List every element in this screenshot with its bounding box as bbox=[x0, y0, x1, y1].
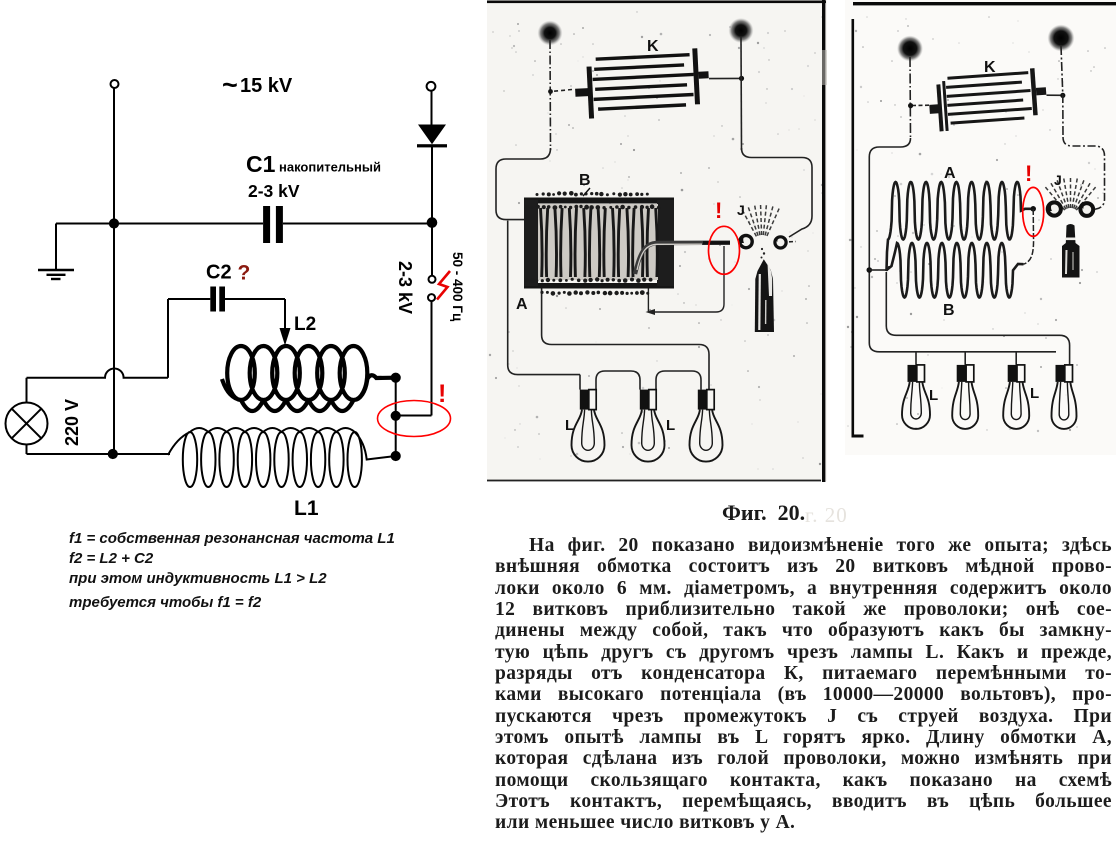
svg-text:B: B bbox=[579, 172, 591, 189]
svg-text:15 kV: 15 kV bbox=[240, 75, 293, 97]
svg-text:!: ! bbox=[438, 380, 446, 408]
svg-text:L: L bbox=[666, 417, 675, 434]
svg-text:L: L bbox=[929, 387, 938, 404]
svg-text:K: K bbox=[984, 59, 996, 76]
svg-text:C2: C2 bbox=[206, 262, 232, 284]
svg-text:!: ! bbox=[715, 198, 722, 223]
svg-text:C1: C1 bbox=[246, 151, 276, 177]
svg-text:L: L bbox=[565, 417, 574, 434]
svg-text:50 - 400 Гц: 50 - 400 Гц bbox=[450, 252, 465, 322]
svg-text:J: J bbox=[1054, 172, 1062, 188]
svg-text:накопительный: накопительный bbox=[279, 160, 381, 175]
svg-text:2-3 kV: 2-3 kV bbox=[248, 181, 300, 201]
svg-text:~: ~ bbox=[222, 70, 238, 100]
svg-text:2-3 kV: 2-3 kV bbox=[395, 261, 415, 314]
svg-text:L1: L1 bbox=[294, 497, 319, 520]
svg-text:K: K bbox=[647, 38, 659, 55]
svg-text:L2: L2 bbox=[294, 314, 316, 335]
svg-text:A: A bbox=[516, 296, 528, 313]
svg-text:B: B bbox=[943, 302, 955, 319]
svg-text:L: L bbox=[1030, 385, 1039, 402]
svg-text:220 V: 220 V bbox=[62, 399, 82, 446]
svg-text:A: A bbox=[944, 165, 956, 182]
svg-text:J: J bbox=[737, 202, 745, 218]
svg-text:?: ? bbox=[238, 262, 251, 285]
svg-text:!: ! bbox=[1025, 161, 1032, 186]
